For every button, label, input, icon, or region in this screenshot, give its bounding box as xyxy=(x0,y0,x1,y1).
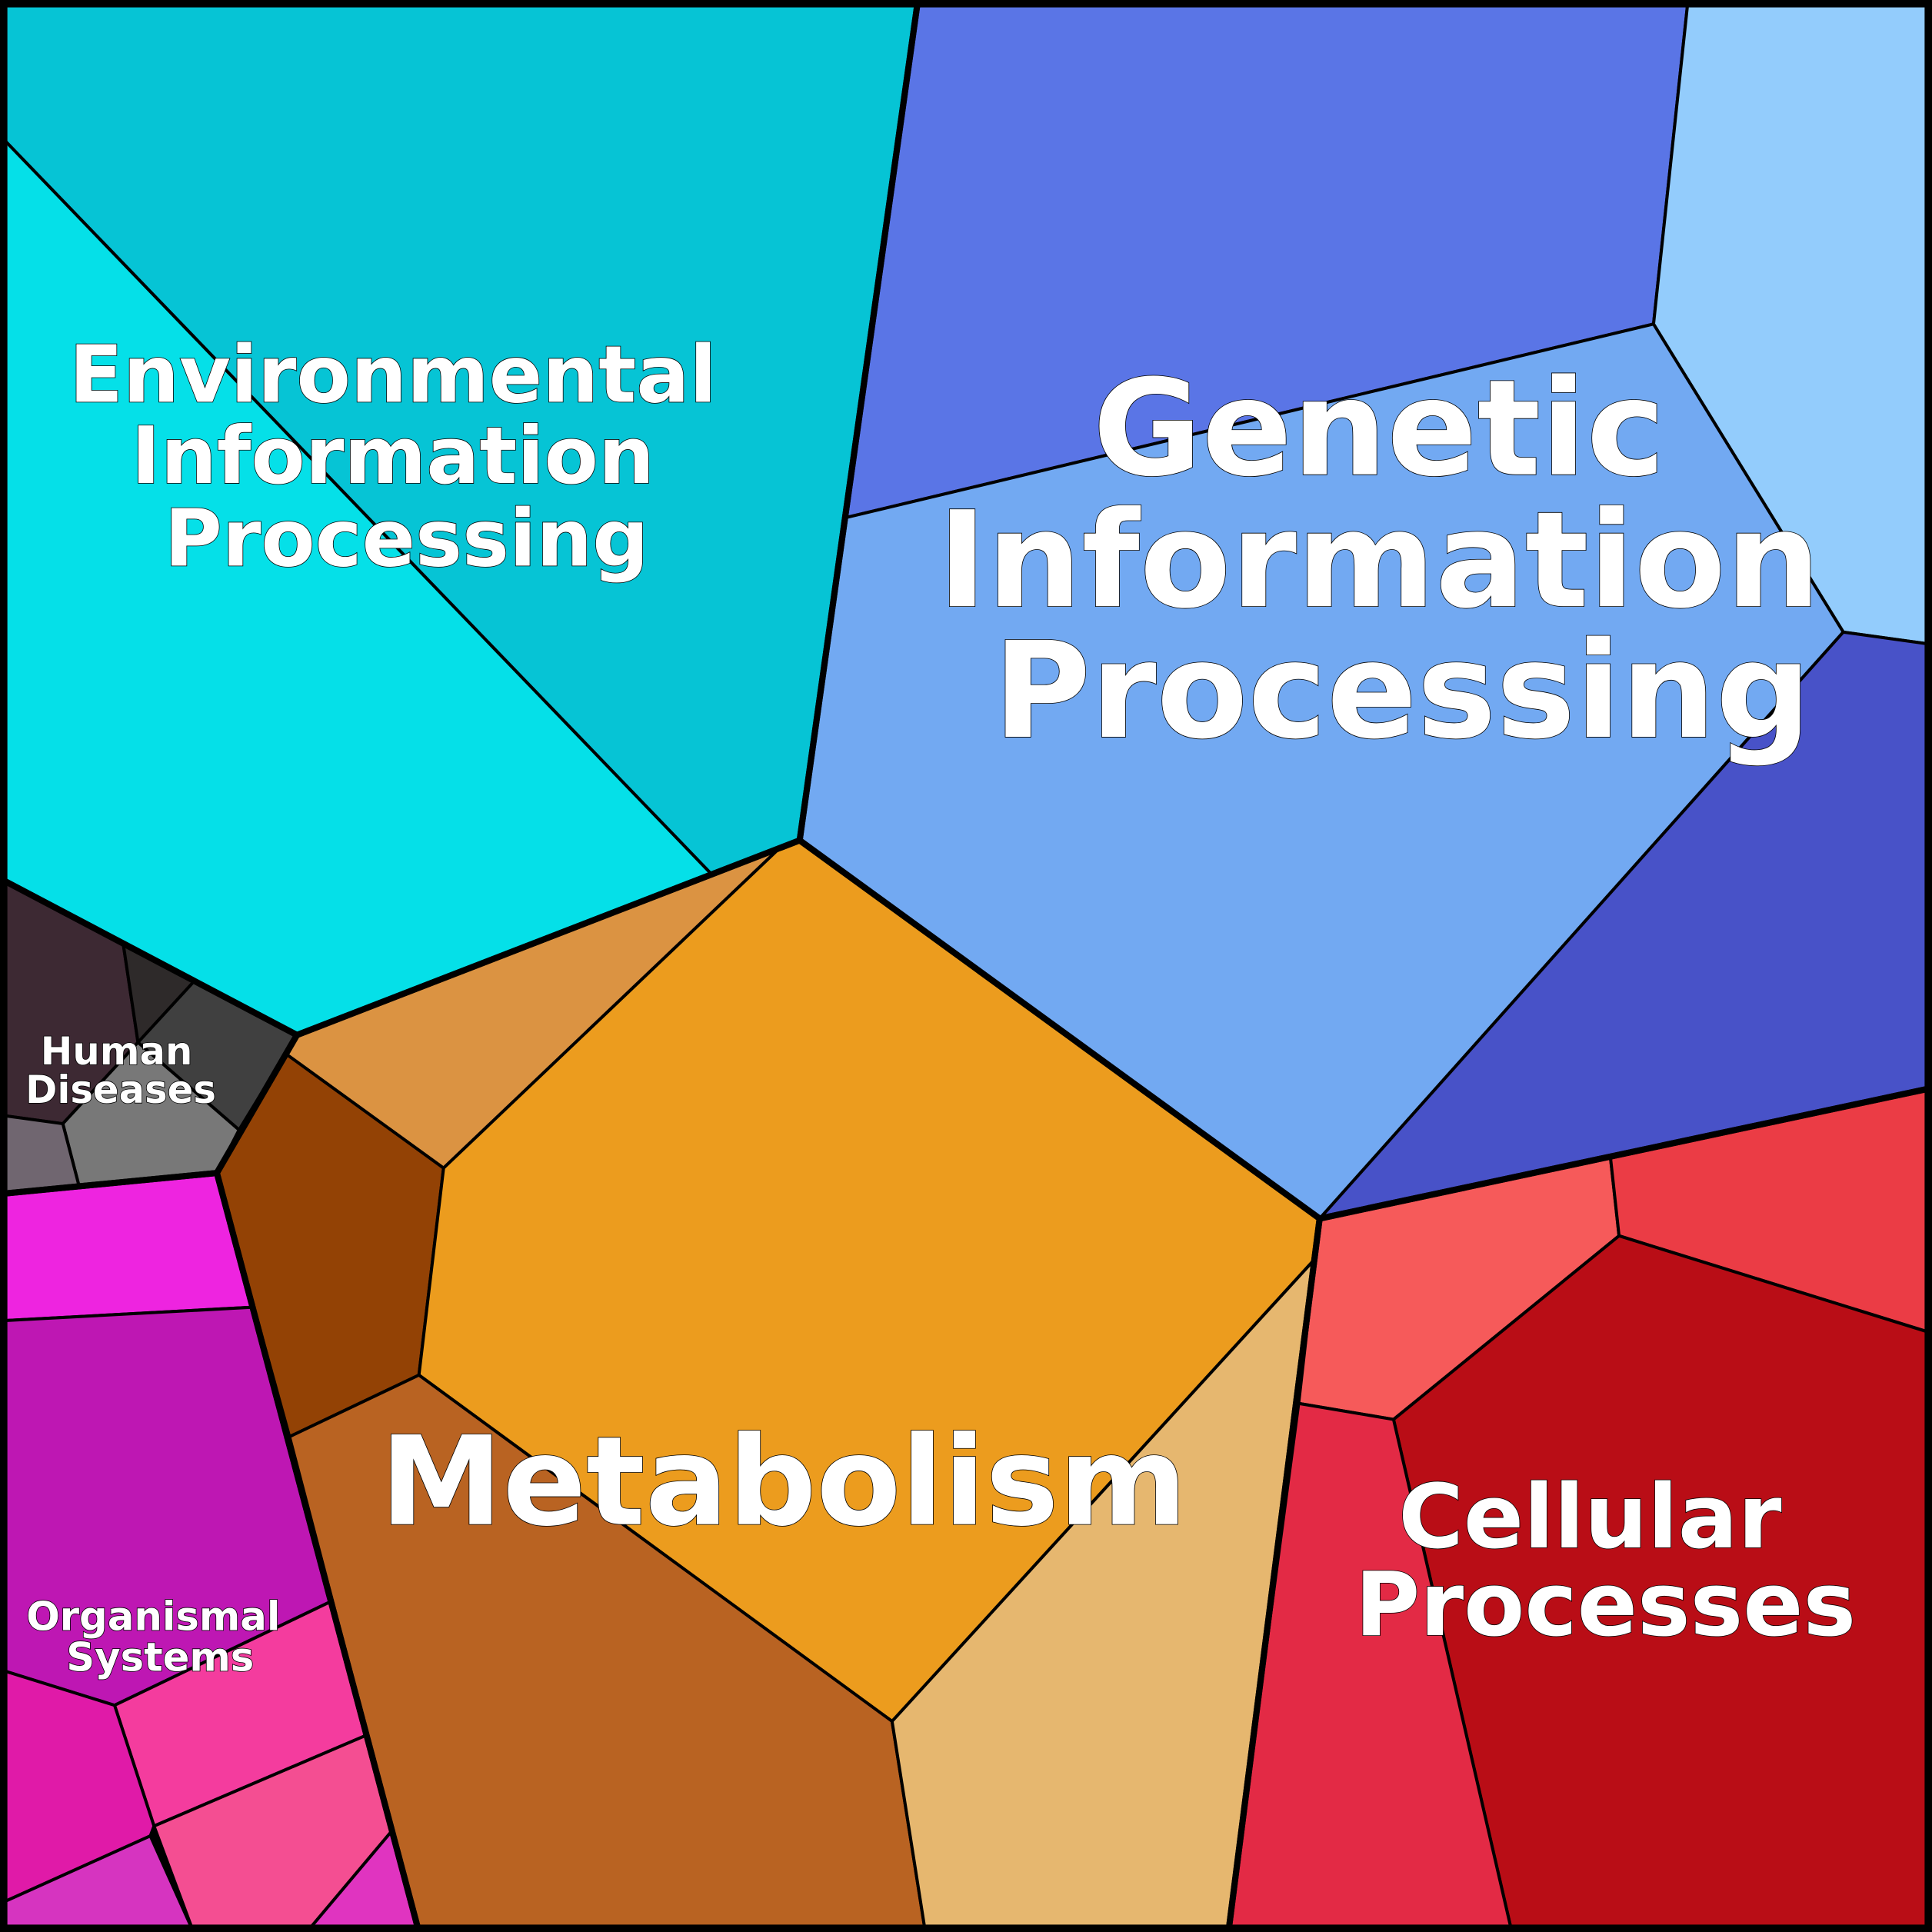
label-cellular: Cellular Processes xyxy=(1355,1466,1856,1657)
label-human-diseases: Human Diseases xyxy=(25,1029,216,1112)
cell-organismal-1[interactable] xyxy=(0,1171,253,1323)
cell-organismal-4[interactable] xyxy=(0,1667,156,1906)
label-metabolism: Metabolism xyxy=(380,1410,1188,1554)
label-organismal-systems: Organismal Systems xyxy=(26,1594,294,1681)
group-genetic xyxy=(798,0,1932,1221)
cell-cellular-3[interactable] xyxy=(1391,1234,1932,1932)
group-environmental xyxy=(0,0,920,1037)
group-cellular xyxy=(1227,1086,1932,1932)
label-genetic: Genetic Information Processing xyxy=(938,351,1867,768)
cell-genetic-4[interactable] xyxy=(1317,630,1932,1221)
cell-metabolism-5[interactable] xyxy=(890,1257,1317,1932)
cell-organismal-5[interactable] xyxy=(0,1834,195,1932)
label-environmental: Environmental Information Processing xyxy=(69,329,744,585)
group-metabolism xyxy=(215,838,1321,1932)
group-organismal xyxy=(0,1171,421,1932)
